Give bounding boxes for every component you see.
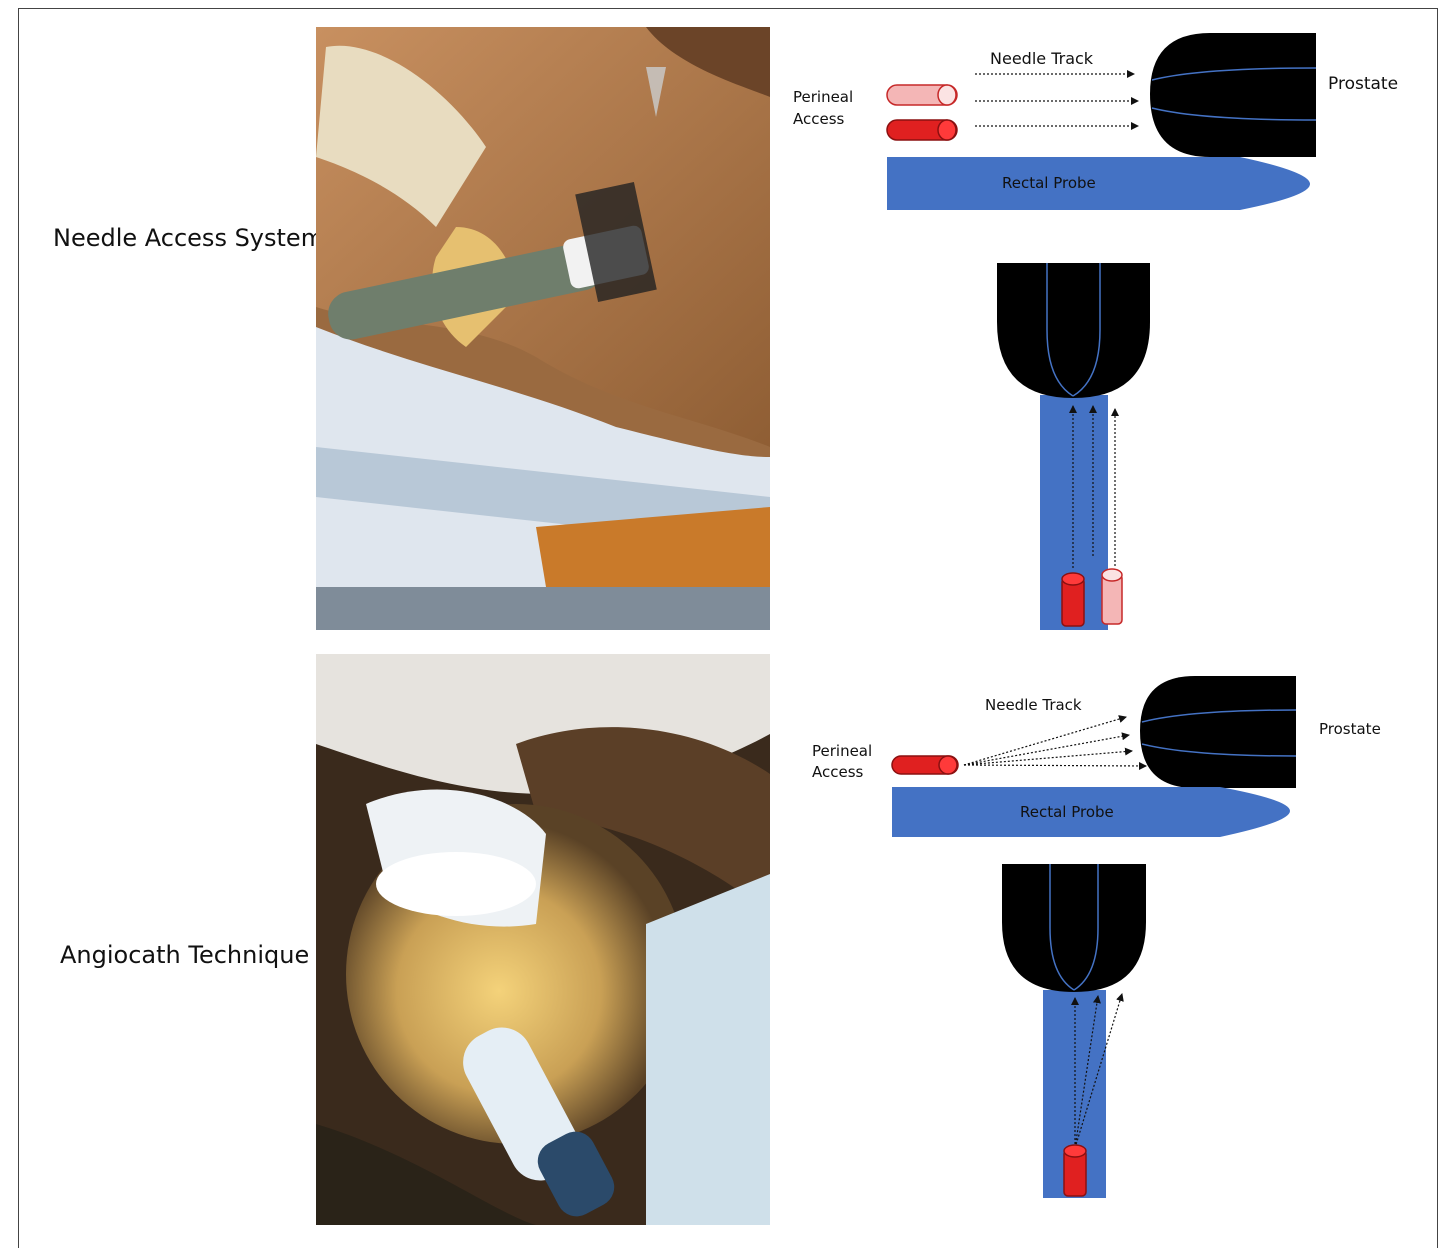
needle-red bbox=[887, 120, 957, 140]
perineal-label: Perineal bbox=[793, 88, 853, 106]
rectal-probe-label: Rectal Probe bbox=[1002, 174, 1096, 192]
needle-red-2 bbox=[892, 756, 958, 774]
side-view-angiocath: Needle Track Prostate Perineal Access Re… bbox=[812, 676, 1381, 837]
rectal-probe-label-2: Rectal Probe bbox=[1020, 803, 1114, 821]
rectal-probe-shape bbox=[887, 157, 1310, 210]
needle-pink-axial bbox=[1102, 569, 1122, 624]
perineal-label-2: Perineal bbox=[812, 742, 872, 760]
prostate-axial-shape-2 bbox=[1002, 864, 1146, 992]
prostate-shape-2 bbox=[1140, 676, 1296, 788]
needle-pink bbox=[887, 85, 957, 105]
prostate-shape bbox=[1150, 33, 1316, 157]
access-label-2: Access bbox=[812, 763, 864, 781]
needle-track-label: Needle Track bbox=[990, 49, 1094, 68]
prostate-label: Prostate bbox=[1328, 74, 1398, 94]
side-view-needle-access: Needle Track Prostate Perineal Access Re… bbox=[793, 33, 1398, 210]
axial-view-angiocath bbox=[1002, 864, 1146, 1198]
prostate-label-2: Prostate bbox=[1319, 720, 1381, 738]
needle-track-label-2: Needle Track bbox=[985, 696, 1082, 714]
access-label: Access bbox=[793, 110, 845, 128]
needle-red-axial-2 bbox=[1064, 1145, 1086, 1196]
prostate-axial-shape bbox=[997, 263, 1150, 398]
needle-red-axial bbox=[1062, 573, 1084, 626]
axial-view-needle-access bbox=[997, 263, 1150, 630]
